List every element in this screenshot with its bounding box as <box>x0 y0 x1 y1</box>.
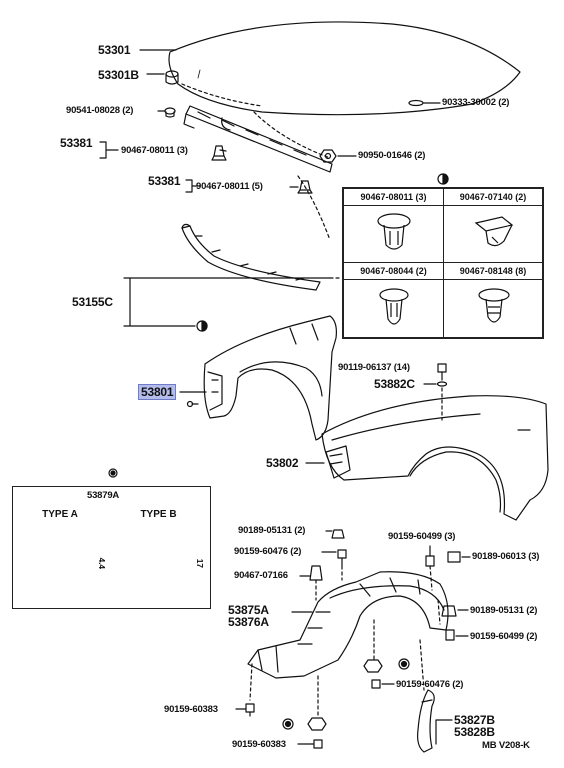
screw-90159-c <box>445 629 455 641</box>
screw-90159-e <box>245 703 255 717</box>
footer-code: MB V208-K <box>482 740 530 751</box>
label-90189-c: 90189-05131 (2) <box>470 605 538 616</box>
clips-cell-3: 90467-08044 (2) <box>343 262 444 338</box>
symbol-half-circle <box>196 320 208 332</box>
label-90467-a: 90467-08011 (3) <box>121 145 188 156</box>
type-a-dimension: 4.4 <box>96 557 107 569</box>
clips-cell-1-label: 90467-08011 (3) <box>344 189 443 206</box>
label-53875a: 53875A <box>228 603 269 617</box>
fender-53801 <box>203 315 337 441</box>
label-90189-a: 90189-05131 (2) <box>238 525 306 536</box>
label-90189-b: 90189-06013 (3) <box>472 551 540 562</box>
seal-90333 <box>408 99 424 107</box>
symbol-half-circle-table <box>437 173 449 185</box>
label-90159-e: 90159-60383 <box>164 704 218 715</box>
bolt-90119 <box>437 363 447 381</box>
screw-90159-a <box>337 549 347 567</box>
label-53801[interactable]: 53801 <box>138 384 177 400</box>
screw-90159-f <box>313 739 323 749</box>
screw-90159-d2 <box>371 679 381 689</box>
square-clip-icon <box>474 216 514 247</box>
label-53828b: 53828B <box>454 725 495 739</box>
clip-90541 <box>164 107 176 118</box>
bolt-90189-b <box>447 551 461 563</box>
label-90159-b: 90159-60499 (3) <box>388 531 456 542</box>
hood-seal-53381 <box>183 105 333 173</box>
clips-cell-3-label: 90467-08044 (2) <box>344 263 443 280</box>
clip-90467-a <box>211 145 227 161</box>
type-inset-title: 53879A <box>87 490 120 501</box>
label-53882c: 53882C <box>374 377 415 391</box>
symbol-circle-90159-d <box>398 658 410 670</box>
clips-cell-2-label: 90467-07140 (2) <box>444 189 542 206</box>
label-53381-a: 53381 <box>60 136 93 150</box>
label-53876a: 53876A <box>228 615 269 629</box>
clip-90189-c <box>441 605 457 617</box>
support-rail-53155c <box>181 223 321 291</box>
label-90541: 90541-08028 (2) <box>66 105 134 116</box>
clips-table: 90467-08011 (3) 90467-07140 (2) 90467-08… <box>342 187 544 339</box>
label-53802: 53802 <box>266 456 299 470</box>
mud-guard-53827b <box>417 689 435 753</box>
clips-cell-1: 90467-08011 (3) <box>343 188 444 263</box>
hood-panel <box>168 21 521 116</box>
screw-90159-b <box>425 555 435 567</box>
clip-90467-b <box>297 180 313 194</box>
symbol-circle-53879a <box>108 468 118 478</box>
label-53381-b: 53381 <box>148 174 181 188</box>
label-90159-a: 90159-60476 (2) <box>234 546 302 557</box>
type-inset-53879a: 53879A TYPE A TYPE B 4.4 17 <box>12 486 211 609</box>
label-53155c: 53155C <box>72 295 113 309</box>
type-b-dimension: 17 <box>194 558 205 568</box>
symbol-circle-90159-f <box>282 718 294 730</box>
label-90467-b: 90467-08011 (5) <box>196 181 263 192</box>
hood-bumper-53301b <box>165 70 179 85</box>
push-clip-icon-2 <box>379 288 409 325</box>
label-90467-c: 90467-07166 <box>234 570 288 581</box>
label-90159-d: 90159-60476 (2) <box>396 679 464 690</box>
clip-90467-c <box>309 565 323 581</box>
label-90119: 90119-06137 (14) <box>338 362 410 373</box>
label-53301b: 53301B <box>98 68 139 82</box>
washer-53882c <box>436 381 448 387</box>
type-b-header: TYPE B <box>140 509 177 520</box>
label-90333: 90333-30002 (2) <box>442 97 510 108</box>
label-90950: 90950-01646 (2) <box>358 150 426 161</box>
bolt-53801 <box>186 400 199 408</box>
clip-90189-a <box>331 529 345 539</box>
fender-liner-53875a <box>247 571 449 679</box>
fender-53802 <box>321 395 549 521</box>
label-90159-c: 90159-60499 (2) <box>470 631 538 642</box>
clips-cell-4-label: 90467-08148 (8) <box>444 263 542 280</box>
label-90159-f: 90159-60383 <box>232 739 286 750</box>
type-a-header: TYPE A <box>42 509 78 520</box>
clips-cell-4: 90467-08148 (8) <box>443 262 543 338</box>
clips-cell-2: 90467-07140 (2) <box>443 188 543 263</box>
nut-90950 <box>319 149 337 163</box>
nut-90159-d <box>363 659 383 673</box>
label-53301: 53301 <box>98 43 131 57</box>
fir-tree-clip-icon <box>478 288 510 323</box>
push-clip-icon <box>377 213 411 250</box>
nut-90159-f <box>307 717 327 731</box>
label-53827b: 53827B <box>454 713 495 727</box>
